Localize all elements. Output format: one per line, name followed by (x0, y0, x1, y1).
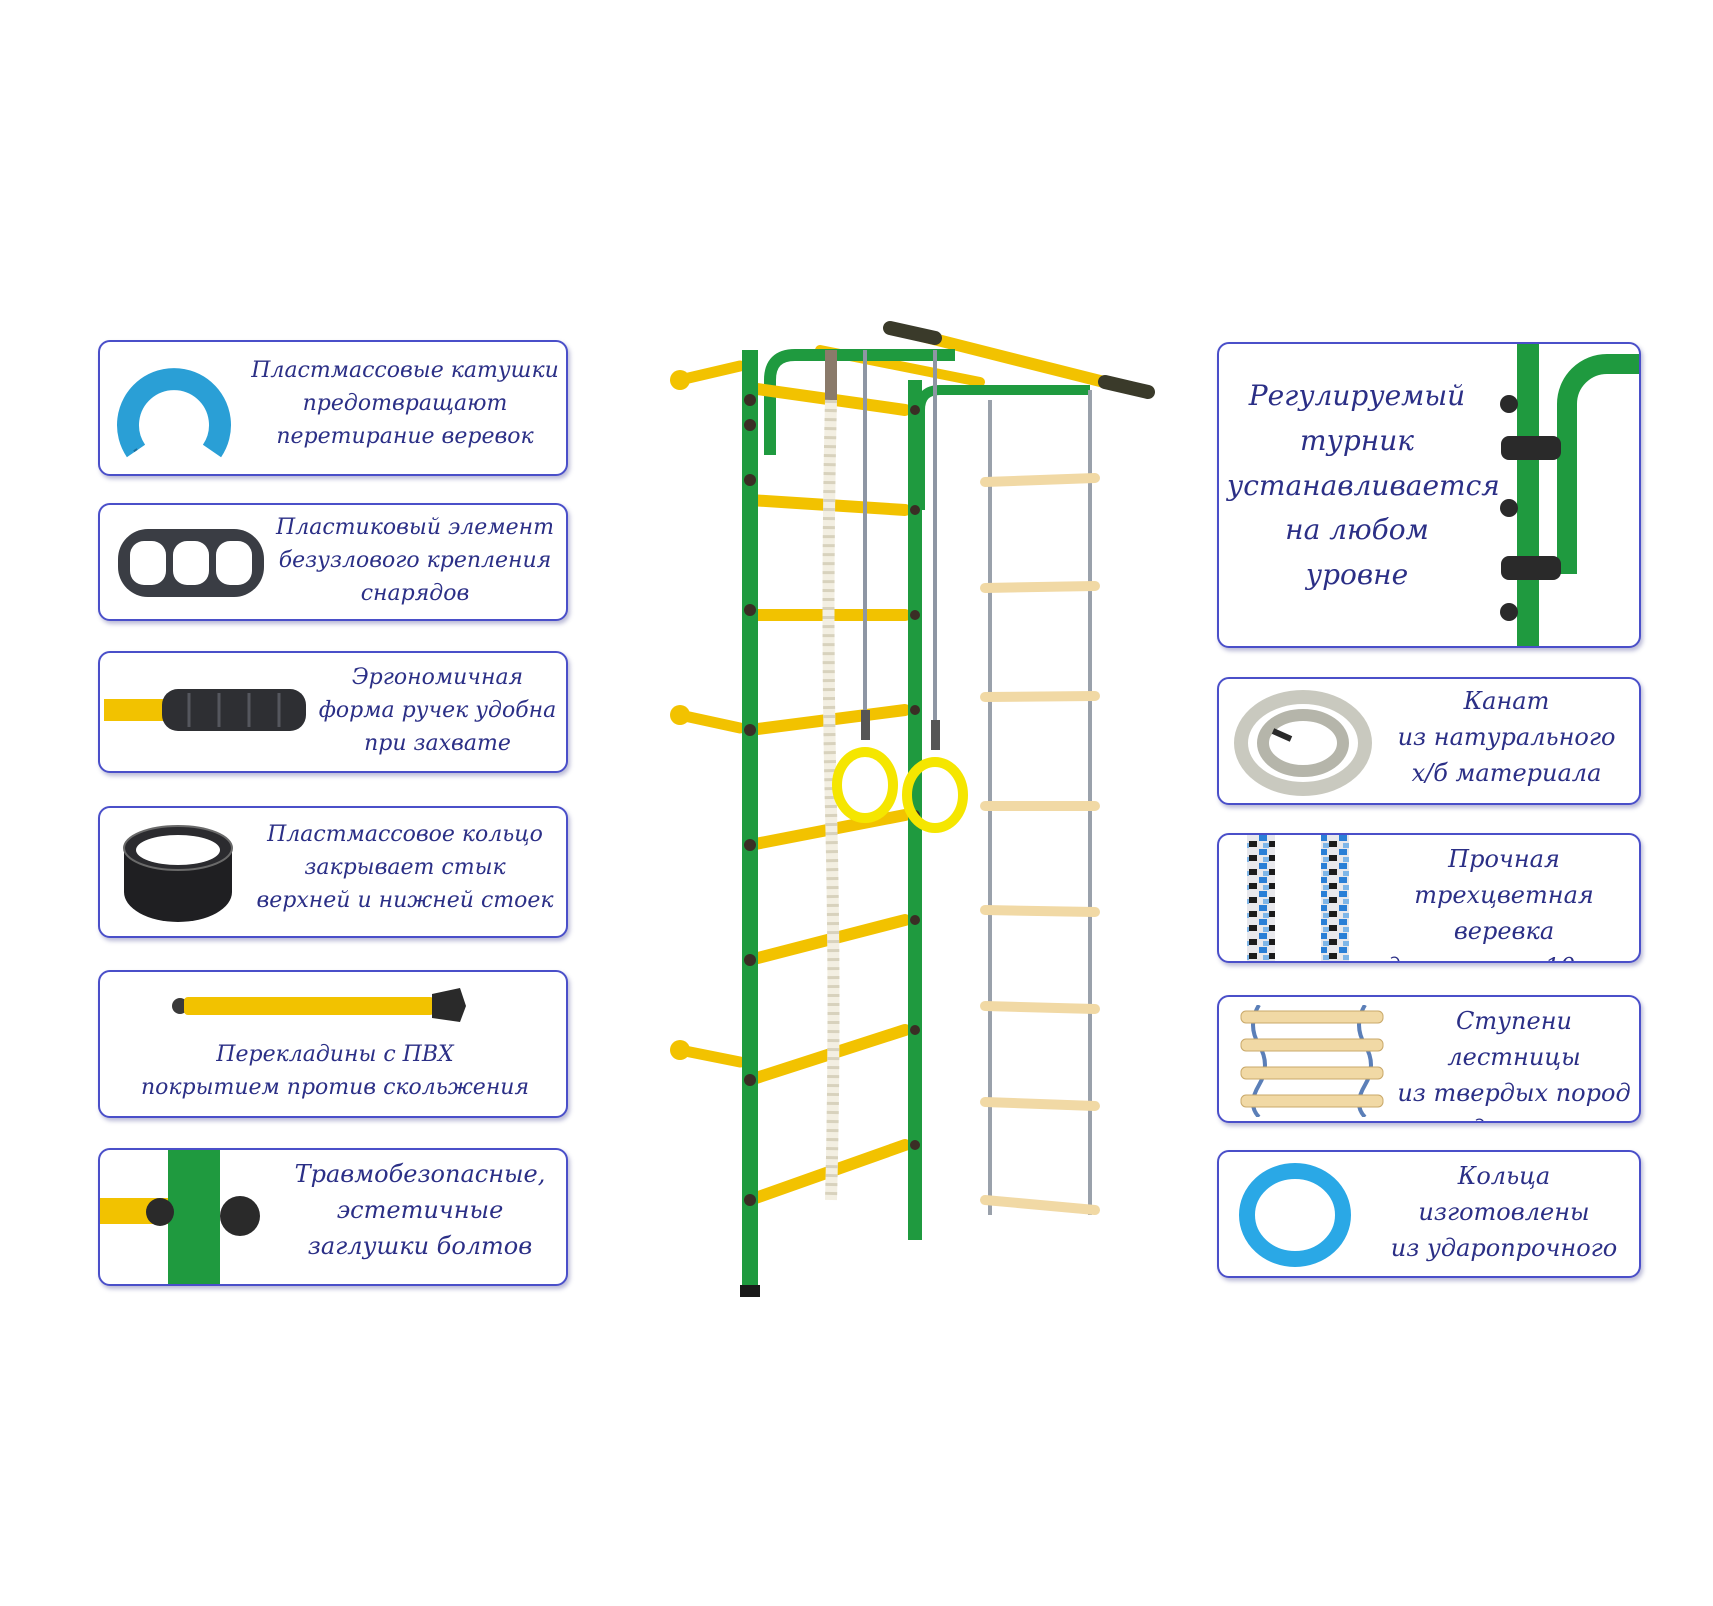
wooden-steps-icon (1240, 1005, 1384, 1117)
gym-rings (832, 350, 968, 833)
rope-ladder (980, 390, 1100, 1215)
wall-bars-illustration (670, 321, 1155, 1297)
plastic-reel-icon (117, 368, 231, 458)
gym-ring-icon (1239, 1163, 1351, 1267)
grip-handle-icon (104, 689, 306, 731)
pvc-crossbar-icon (172, 988, 466, 1022)
tricolor-rope-icon (1247, 835, 1349, 961)
three-hole-clip-icon (118, 529, 264, 597)
climbing-rope (822, 350, 840, 1201)
bolt-cap-icon (100, 1150, 260, 1284)
rope-coil-icon (1234, 690, 1372, 796)
joint-ring-icon (123, 825, 233, 922)
bolt-caps (744, 394, 920, 1206)
side-handles (670, 360, 746, 1068)
adjustable-bar-icon (1500, 344, 1639, 646)
